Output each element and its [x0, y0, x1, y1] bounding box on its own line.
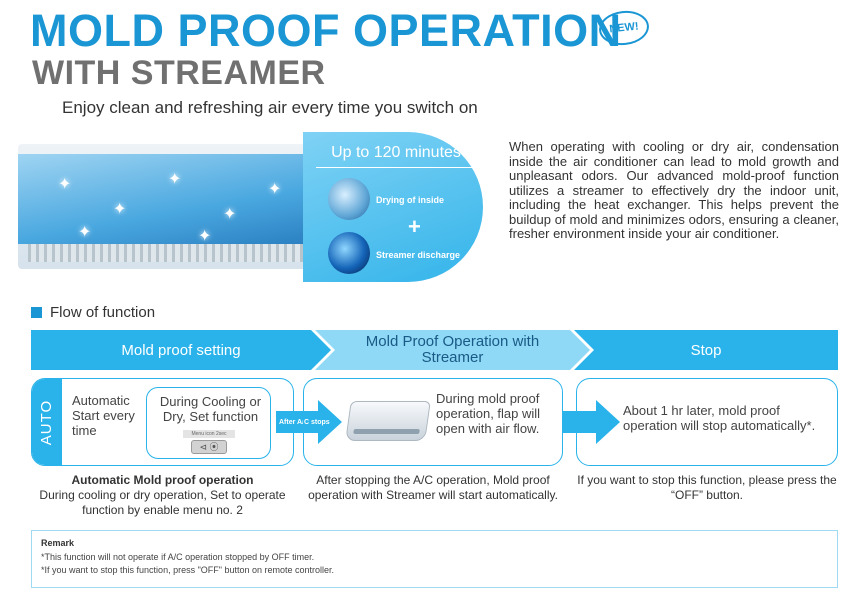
stop-text: About 1 hr later, mold proof operation w… — [623, 403, 816, 433]
step-label: Mold proof setting — [121, 341, 241, 359]
remote-button-icon: ⊲ ⦿ — [191, 440, 227, 454]
drying-icon — [328, 178, 370, 220]
remark-line: *This function will not operate if A/C o… — [41, 552, 315, 562]
remote-menu-label: Menu icon 2sec — [183, 430, 235, 438]
operation-text: During mold proof operation, flap will o… — [436, 391, 541, 436]
arrow-label: After A/C stops — [279, 418, 330, 426]
stop-caption: If you want to stop this function, pleas… — [577, 473, 837, 502]
step-mold-proof-setting: Mold proof setting — [31, 330, 331, 370]
sparkle-icon: ✦ — [113, 201, 127, 218]
streamer-label: Streamer discharge — [376, 250, 461, 260]
step-label: Stop — [690, 341, 722, 359]
duration-label: Up to 120 minutes — [316, 144, 476, 168]
automatic-start-text: Automatic Start every time — [72, 393, 135, 438]
cooling-dry-box: During Cooling or Dry, Set function Menu… — [146, 387, 271, 459]
ac-louver — [28, 244, 308, 262]
drying-label: Drying of inside — [376, 195, 445, 205]
stop-box: About 1 hr later, mold proof operation w… — [576, 378, 838, 466]
setting-caption-title: Automatic Mold proof operation — [71, 473, 254, 487]
flow-step-bar: Mold proof setting Mold Proof Operation … — [31, 330, 838, 370]
air-conditioner-image: ✦ ✦ ✦ ✦ ✦ ✦ ✦ — [18, 144, 333, 269]
auto-tab: AUTO — [32, 379, 62, 465]
subtitle: Enjoy clean and refreshing air every tim… — [62, 98, 478, 117]
flow-heading-text: Flow of function — [50, 304, 156, 321]
flow-heading: Flow of function — [31, 304, 155, 321]
sparkle-icon: ✦ — [268, 181, 282, 198]
hero-graphic: ✦ ✦ ✦ ✦ ✦ ✦ ✦ Up to 120 minutes Drying o… — [18, 132, 483, 282]
ac-front-panel — [18, 154, 318, 244]
remark-line: *If you want to stop this function, pres… — [41, 565, 335, 575]
step-mold-proof-operation: Mold Proof Operation with Streamer — [315, 330, 590, 370]
title-line-2: WITH STREAMER — [32, 54, 326, 92]
operation-box: During mold proof operation, flap will o… — [303, 378, 563, 466]
streamer-icon — [328, 232, 370, 274]
plus-icon: + — [408, 214, 421, 239]
sparkle-icon: ✦ — [198, 228, 212, 245]
sparkle-icon: ✦ — [58, 176, 72, 193]
setting-caption-body: During cooling or dry operation, Set to … — [39, 488, 286, 517]
remark-title: Remark — [41, 538, 75, 548]
sparkle-icon: ✦ — [223, 206, 237, 223]
cooling-dry-text: During Cooling or Dry, Set function — [159, 394, 262, 424]
title-line-1: MOLD PROOF OPERATION — [30, 5, 622, 56]
step-stop: Stop — [574, 330, 838, 370]
sparkle-icon: ✦ — [168, 171, 182, 188]
auto-tab-label: AUTO — [38, 399, 56, 445]
sparkle-icon: ✦ — [78, 224, 92, 241]
square-bullet-icon — [31, 307, 42, 318]
operation-caption: After stopping the A/C operation, Mold p… — [308, 473, 558, 502]
air-conditioner-icon — [345, 401, 431, 441]
feature-description: When operating with cooling or dry air, … — [509, 139, 839, 241]
remark-box: Remark *This function will not operate i… — [31, 530, 838, 588]
step-label: Mold Proof Operation with Streamer — [365, 333, 540, 366]
setting-box: AUTO Automatic Start every time During C… — [31, 378, 294, 466]
setting-caption: Automatic Mold proof operation During co… — [31, 473, 294, 518]
